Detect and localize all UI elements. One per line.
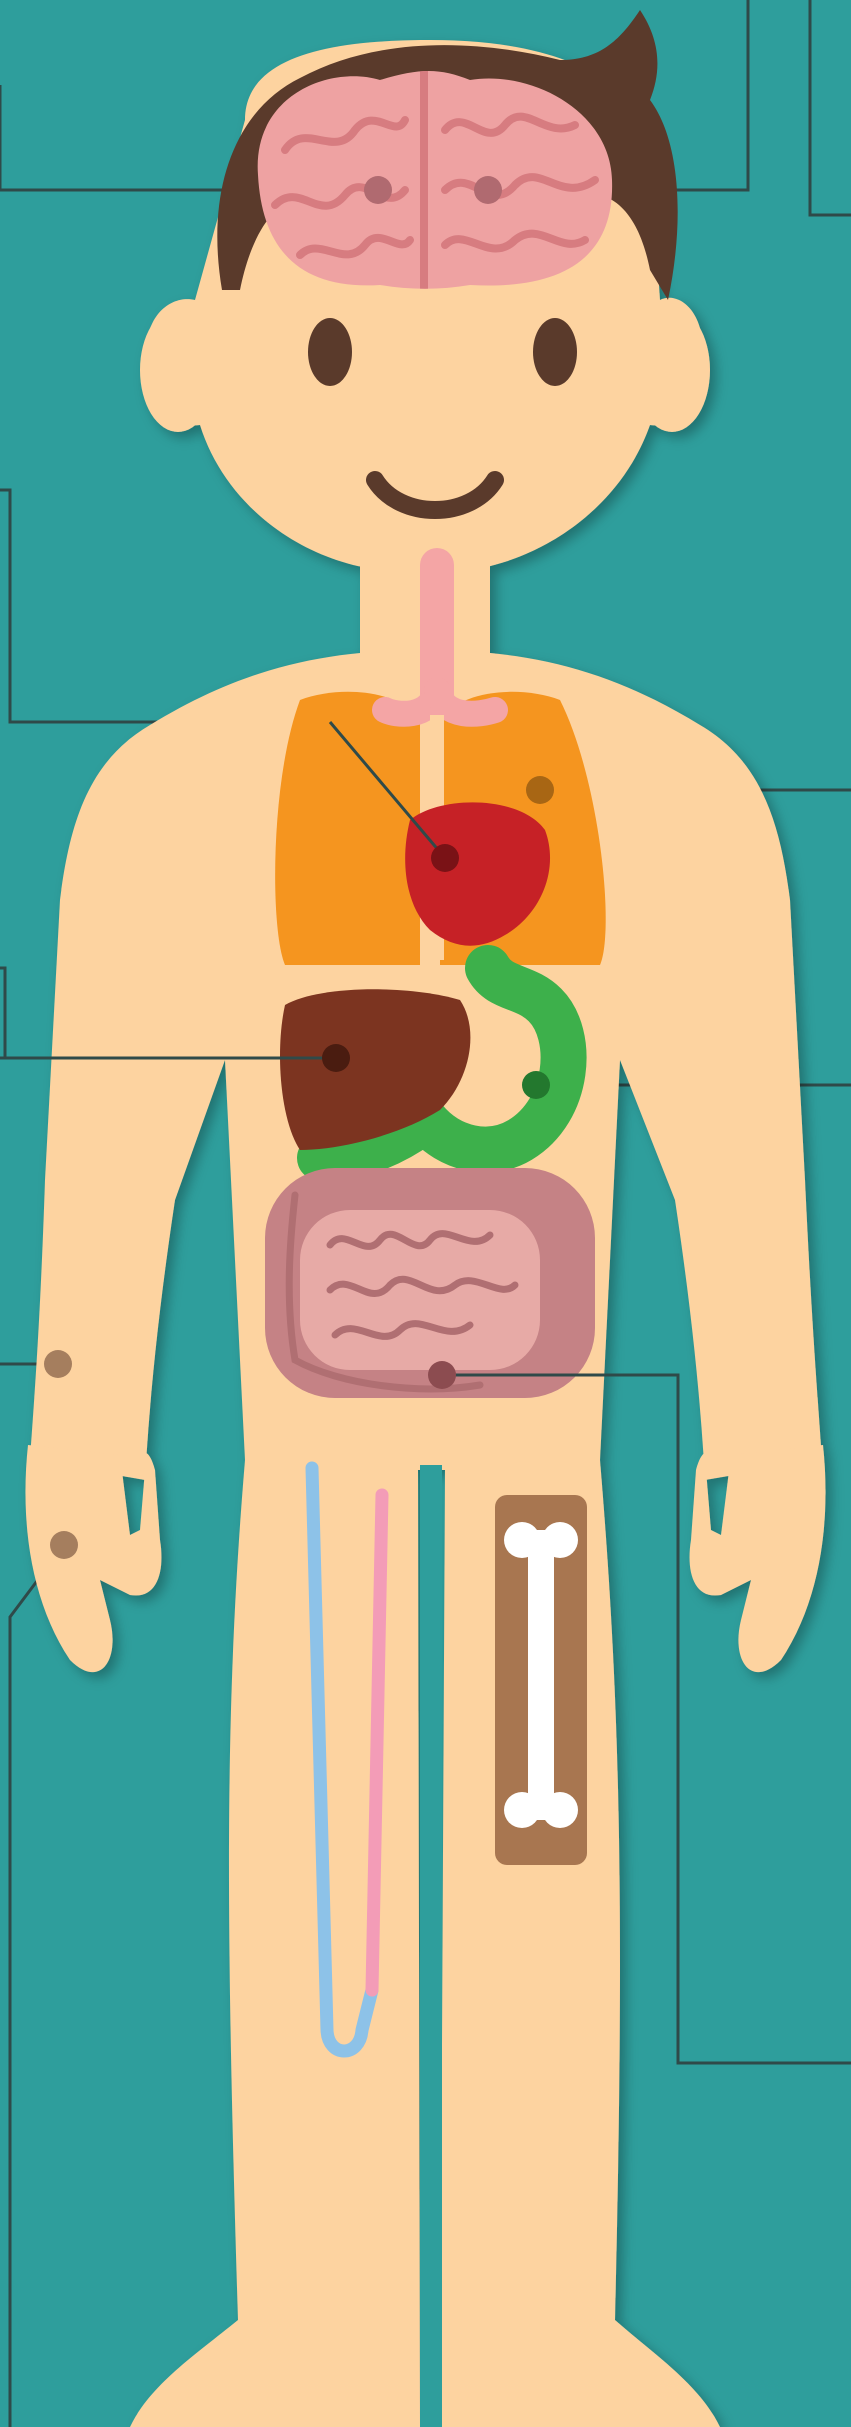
leg-gap bbox=[420, 1465, 442, 2427]
ear-left bbox=[140, 308, 216, 432]
dot-brain-right bbox=[474, 176, 502, 204]
dot-skin-hand bbox=[50, 1531, 78, 1559]
ear-right bbox=[634, 308, 710, 432]
intestines bbox=[265, 1168, 595, 1398]
dot-heart bbox=[431, 844, 459, 872]
leader-line-brain-far-right bbox=[810, 0, 851, 215]
dot-skin-wrist bbox=[44, 1350, 72, 1378]
dot-liver bbox=[322, 1044, 350, 1072]
dot-stomach bbox=[522, 1071, 550, 1099]
eye-left bbox=[308, 318, 352, 386]
leader-line-skin-hand bbox=[10, 1545, 64, 2427]
dot-lungs bbox=[526, 776, 554, 804]
bone bbox=[495, 1495, 587, 1865]
lungs-icon bbox=[275, 692, 420, 965]
eye-right bbox=[533, 318, 577, 386]
dot-intestines bbox=[428, 1361, 456, 1389]
brain-icon bbox=[258, 71, 612, 289]
dot-brain-left bbox=[364, 176, 392, 204]
brain bbox=[258, 70, 612, 290]
